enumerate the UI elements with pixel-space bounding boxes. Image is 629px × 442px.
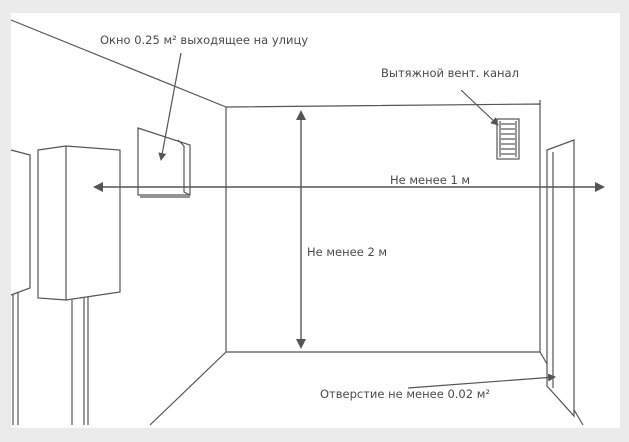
left-edge-object bbox=[10, 149, 31, 425]
door bbox=[546, 139, 575, 418]
min-height-label: Не менее 2 м bbox=[307, 245, 388, 259]
window-leader-arrow bbox=[158, 52, 182, 161]
back-wall bbox=[225, 103, 541, 353]
vent-channel-label: Вытяжной вент. канал bbox=[381, 66, 519, 80]
min-width-label: Не менее 1 м bbox=[390, 173, 471, 187]
vent-grille bbox=[496, 118, 520, 160]
window bbox=[137, 127, 191, 198]
opening-note-label: Отверстие не менее 0.02 м² bbox=[320, 387, 491, 401]
vent-leader-arrow bbox=[460, 89, 499, 126]
floor-edge-left bbox=[149, 351, 227, 426]
wall-boiler bbox=[37, 145, 121, 425]
opening-leader-arrow bbox=[407, 373, 556, 389]
ceiling-edge-left bbox=[10, 19, 227, 108]
window-note-label: Окно 0.25 м² выходящее на улицу bbox=[100, 33, 309, 47]
